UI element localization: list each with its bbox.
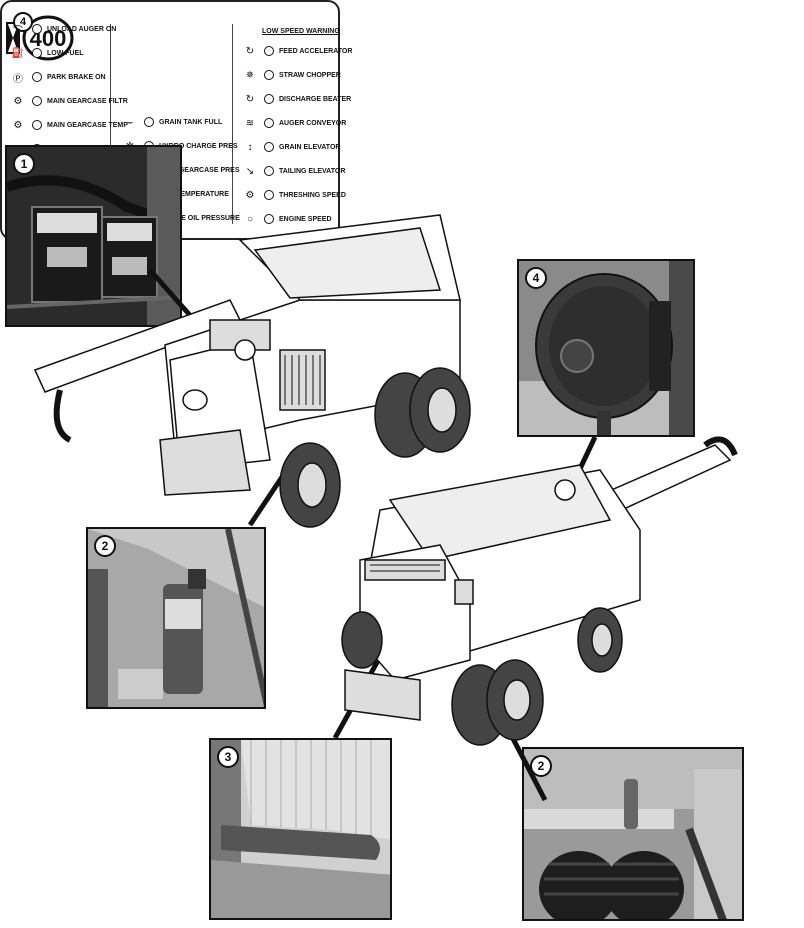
indicator-main-gearcase-filtr: ⚙ MAIN GEARCASE FILTR [8,94,128,108]
indicator-engine-speed: ○ ENGINE SPEED [240,212,332,226]
photo-callout: 3 [217,746,239,768]
indicator-auger-conveyor: ≋ AUGER CONVEYOR [240,116,347,130]
indicator-label: TAILING ELEVATOR [279,167,346,175]
indicator-lamp [264,46,274,56]
indicator-label: THRESHING SPEED [279,191,346,199]
indicator-lamp [32,72,42,82]
indicator-lamp [264,118,274,128]
indicator-discharge-beater: ↻ DISCHARGE BEATER [240,92,351,106]
indicator-label: UNLOAD AUGER ON [47,25,117,33]
indicator-lamp [32,96,42,106]
indicator-label: MAIN GEARCASE FILTR [47,97,128,105]
indicator-unload-auger-on: ⌒ UNLOAD AUGER ON [8,22,117,37]
indicator-feed-accelerator: ↻ FEED ACCELERATOR [240,44,353,58]
indicator-label: GRAIN ELEVATOR [279,143,341,151]
indicator-straw-chopper: ✵ STRAW CHOPPER [240,68,341,82]
park-brake-icon: Ⓟ [13,73,23,85]
photo-grain-tank: 3 [209,738,392,920]
indicator-grain-tank-full: ⌣ GRAIN TANK FULL [120,115,223,129]
indicator-label: LOW FUEL [47,49,84,57]
indicator-lamp [264,142,274,152]
panel-divider [110,24,111,224]
indicator-label: GRAIN TANK FULL [159,118,223,126]
combine-front-view [341,436,738,746]
grain-tank-icon: ⌣ [126,116,134,128]
gearcase-temp-icon: ⚙ [13,119,23,131]
photo-callout: 1 [13,153,35,175]
air-filter-illustration [519,261,693,435]
grain-elevator-icon: ↕ [247,141,253,153]
feed-accel-icon: ↻ [245,45,255,57]
gearcase-filter-icon: ⚙ [13,95,23,107]
discharge-beater-icon: ↻ [245,93,255,105]
photo-air-filter: 4 [517,259,695,437]
indicator-lamp [32,120,42,130]
extinguisher-mount-illustration [524,749,742,919]
indicator-grain-elevator: ↕ GRAIN ELEVATOR [240,140,341,154]
indicator-lamp [32,48,42,58]
engine-speed-icon: ○ [246,213,254,225]
combine-rear-view [33,214,471,528]
auger-icon: ⌒ [13,25,23,37]
photo-callout: 2 [530,755,552,777]
auger-conveyor-icon: ≋ [245,117,255,129]
indicator-label: ENGINE OIL PRESSURE [159,214,240,222]
indicator-label: DISCHARGE BEATER [279,95,352,103]
indicator-lamp [264,190,274,200]
photo-batteries: 1 [5,145,182,327]
indicator-label: STRAW CHOPPER [279,71,341,79]
indicator-lamp [264,94,274,104]
indicator-tailing-elevator: ↘ TAILING ELEVATOR [240,164,346,178]
indicator-label: ENG TEMPERATURE [159,190,229,198]
low-speed-warning-heading: LOW SPEED WARNING [262,28,340,35]
indicator-lamp [264,214,274,224]
photo-extinguisher-mount: 2 [522,747,744,921]
indicator-lamp [144,117,154,127]
panel-callout: 4 [13,12,33,32]
indicator-label: FEED ACCELERATOR [279,47,353,55]
indicator-label: PARK BRAKE ON [47,73,106,81]
indicator-lamp [264,70,274,80]
tailing-elevator-icon: ↘ [245,165,255,177]
indicator-low-fuel: ⛽ LOW FUEL [8,46,84,60]
indicator-lamp [264,166,274,176]
batteries-illustration [7,147,180,325]
fuel-icon: ⛽ [11,47,25,59]
straw-chopper-icon: ✵ [245,69,255,81]
extinguisher-illustration [88,529,264,707]
indicator-label: ENGINE SPEED [279,215,332,223]
indicator-label: HYDRO CHARGE PRES [159,142,238,150]
indicator-label: MAIN GEARCASE PRES [159,166,240,174]
grain-tank-illustration [211,740,390,918]
panel-divider [232,24,233,224]
indicator-main-gearcase-temp: ⚙ MAIN GEARCASE TEMP [8,118,128,132]
threshing-speed-icon: ⚙ [245,189,255,201]
photo-callout: 4 [525,267,547,289]
indicator-label: MAIN GEARCASE TEMP [47,121,128,129]
photo-fire-extinguisher: 2 [86,527,266,709]
indicator-park-brake-on: Ⓟ PARK BRAKE ON [8,70,106,85]
indicator-lamp [32,24,42,34]
indicator-threshing-speed: ⚙ THRESHING SPEED [240,188,346,202]
photo-callout: 2 [94,535,116,557]
indicator-label: AUGER CONVEYOR [279,119,347,127]
